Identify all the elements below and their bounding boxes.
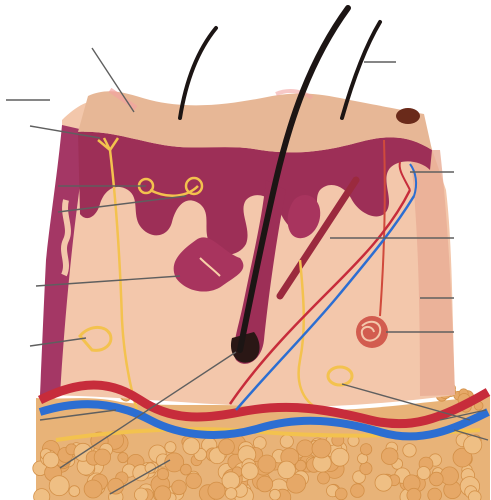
fat-lobule	[186, 473, 202, 489]
fat-lobule	[441, 467, 459, 485]
fat-lobule	[257, 476, 273, 492]
fat-lobule	[258, 455, 276, 473]
fat-lobule	[428, 488, 442, 500]
fat-lobule	[69, 486, 80, 497]
fat-lobule	[318, 472, 330, 484]
fat-lobule	[208, 482, 225, 499]
fat-lobule	[351, 484, 365, 498]
fat-lobule	[219, 439, 235, 455]
fat-lobule	[403, 444, 416, 457]
fat-lobule	[278, 461, 296, 479]
fat-lobule	[165, 442, 176, 453]
hair-shaft-left	[180, 28, 216, 118]
fat-lobule	[157, 468, 168, 479]
fat-lobule	[181, 464, 192, 475]
fat-lobule	[49, 476, 69, 496]
fat-lobule	[43, 452, 59, 468]
fat-lobule	[172, 480, 187, 495]
fat-lobule	[407, 488, 421, 500]
fat-lobule	[154, 486, 170, 500]
fat-lobule	[430, 472, 444, 486]
fat-lobule	[381, 448, 398, 465]
fat-lobule	[84, 480, 102, 498]
fat-lobule	[280, 435, 293, 448]
fat-lobule	[417, 467, 430, 480]
fat-lobule	[335, 488, 347, 500]
fat-lobule	[297, 440, 314, 457]
fat-lobule	[108, 478, 124, 494]
fat-lobule	[118, 453, 128, 463]
fat-lobule	[464, 436, 482, 454]
fat-lobule	[469, 491, 482, 500]
fat-lobule	[134, 488, 148, 500]
sweat-pore-icon	[396, 108, 420, 124]
fat-lobule	[225, 488, 237, 500]
fat-lobule	[222, 472, 240, 490]
fat-lobule	[360, 444, 371, 455]
fat-lobule	[360, 462, 372, 474]
fat-lobule	[94, 449, 110, 465]
fat-lobule	[312, 439, 331, 458]
fat-lobule	[241, 463, 258, 480]
fat-lobule	[183, 438, 200, 455]
fat-lobule	[331, 448, 349, 466]
fat-lobule	[270, 489, 281, 500]
fat-lobule	[375, 474, 392, 491]
